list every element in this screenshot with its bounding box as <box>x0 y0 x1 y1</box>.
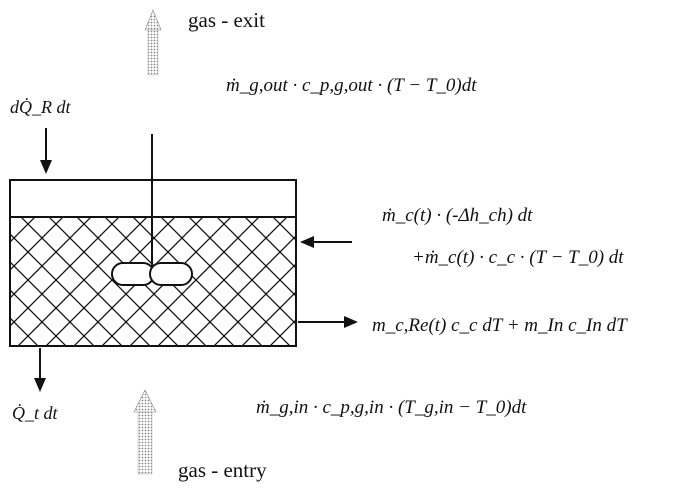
gas-entry-label: gas - entry <box>178 458 267 482</box>
stirrer <box>111 134 193 286</box>
gas-outflow-formula: ṁ_g,out · c_p,g,out · (T − T_0)dt <box>226 75 477 96</box>
accumulation-arrow <box>298 316 358 328</box>
gas-exit-arrow <box>144 9 162 76</box>
gas-exit-label: gas - exit <box>188 8 265 32</box>
feed-inflow-arrow <box>300 236 352 248</box>
heat-input-formula: dQ̇_R dt <box>10 97 71 117</box>
accumulation-formula: m_c,Re(t) c_c dT + m_In c_In dT <box>372 315 627 336</box>
feed-reaction-formula: ṁ_c(t) · (-Δh_ch) dt <box>382 205 533 226</box>
feed-sensible-heat-formula: +ṁ_c(t) · c_c · (T − T_0) dt <box>412 247 624 268</box>
gas-inflow-formula: ṁ_g,in · c_p,g,in · (T_g,in − T_0)dt <box>256 397 527 418</box>
heat-loss-formula: Q̇_t dt <box>12 403 58 423</box>
heat-input-arrow <box>40 128 52 174</box>
heat-loss-arrow <box>34 348 46 392</box>
gas-entry-arrow <box>133 389 157 475</box>
